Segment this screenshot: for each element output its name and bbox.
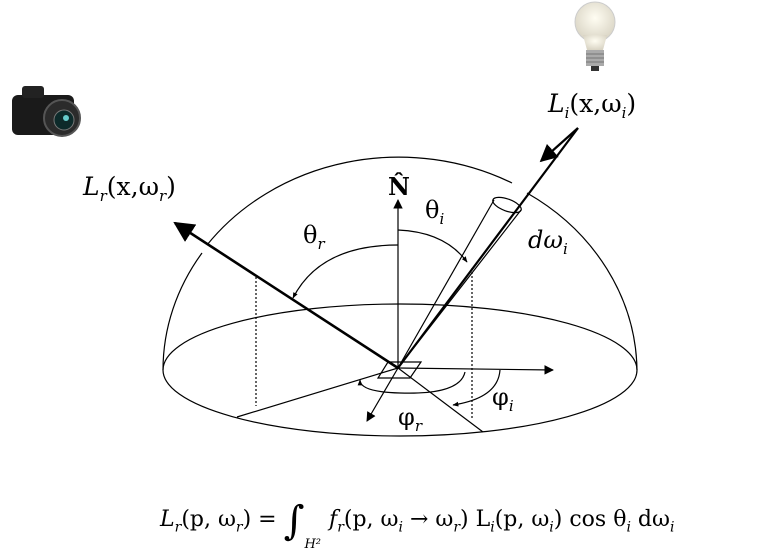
phi-i-arc	[452, 369, 501, 407]
phi-r-arc	[357, 371, 466, 394]
solid-angle-cone	[397, 196, 522, 369]
theta-i-label: θi	[425, 196, 444, 228]
reflected-ray	[173, 221, 399, 370]
domega-label: dωi	[528, 226, 568, 258]
theta-i-arc	[397, 229, 468, 263]
normal-label: N̂	[388, 172, 410, 201]
x-axis	[397, 365, 554, 375]
phi-r-label: φr	[398, 403, 423, 435]
rendering-equation: Lr(p, ωr) = ∫H²fr(p, ωi → ωr) Li(p, ωi) …	[160, 498, 675, 552]
y-axis	[366, 367, 399, 422]
theta-r-arc	[292, 244, 399, 299]
theta-r-label: θr	[303, 221, 325, 253]
incident-ray	[397, 127, 579, 369]
phi-i-label: φi	[492, 383, 514, 415]
base-ellipse	[162, 303, 638, 437]
light-bulb-icon	[574, 1, 616, 71]
incident-radiance-label: Li(x,ωi)	[547, 89, 636, 122]
reflected-radiance-label: Lr(x,ωr)	[82, 172, 176, 205]
camera-icon	[12, 86, 81, 137]
hemisphere-dome	[162, 252, 203, 371]
